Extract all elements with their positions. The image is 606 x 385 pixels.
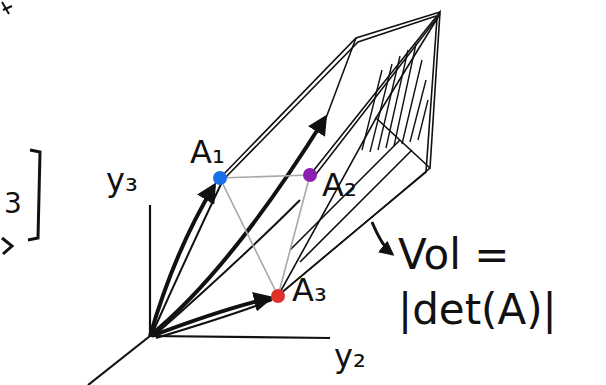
fragment-arrow <box>2 238 12 254</box>
fragment-stroke <box>2 2 12 14</box>
matrix-fragment: 3 <box>4 186 22 222</box>
triangle-edge <box>227 175 303 178</box>
point-label: A₁ <box>190 134 225 171</box>
callout-arrow <box>372 222 392 254</box>
point-dot: A₁ <box>213 171 227 185</box>
triangle-edge <box>223 184 275 289</box>
axis-label: y₃ <box>106 160 138 202</box>
hatching <box>362 44 428 152</box>
point-label: A₂ <box>322 167 357 204</box>
axes <box>88 205 330 385</box>
point-label: A₃ <box>292 272 327 309</box>
vector-strokes <box>152 182 300 338</box>
matrix-bracket <box>28 150 40 240</box>
point-dot: A₂ <box>303 168 317 182</box>
axis-label: y₂ <box>334 336 366 378</box>
volume-formula: Vol = |det(A)| <box>398 228 598 337</box>
point-dot: A₃ <box>271 289 285 303</box>
